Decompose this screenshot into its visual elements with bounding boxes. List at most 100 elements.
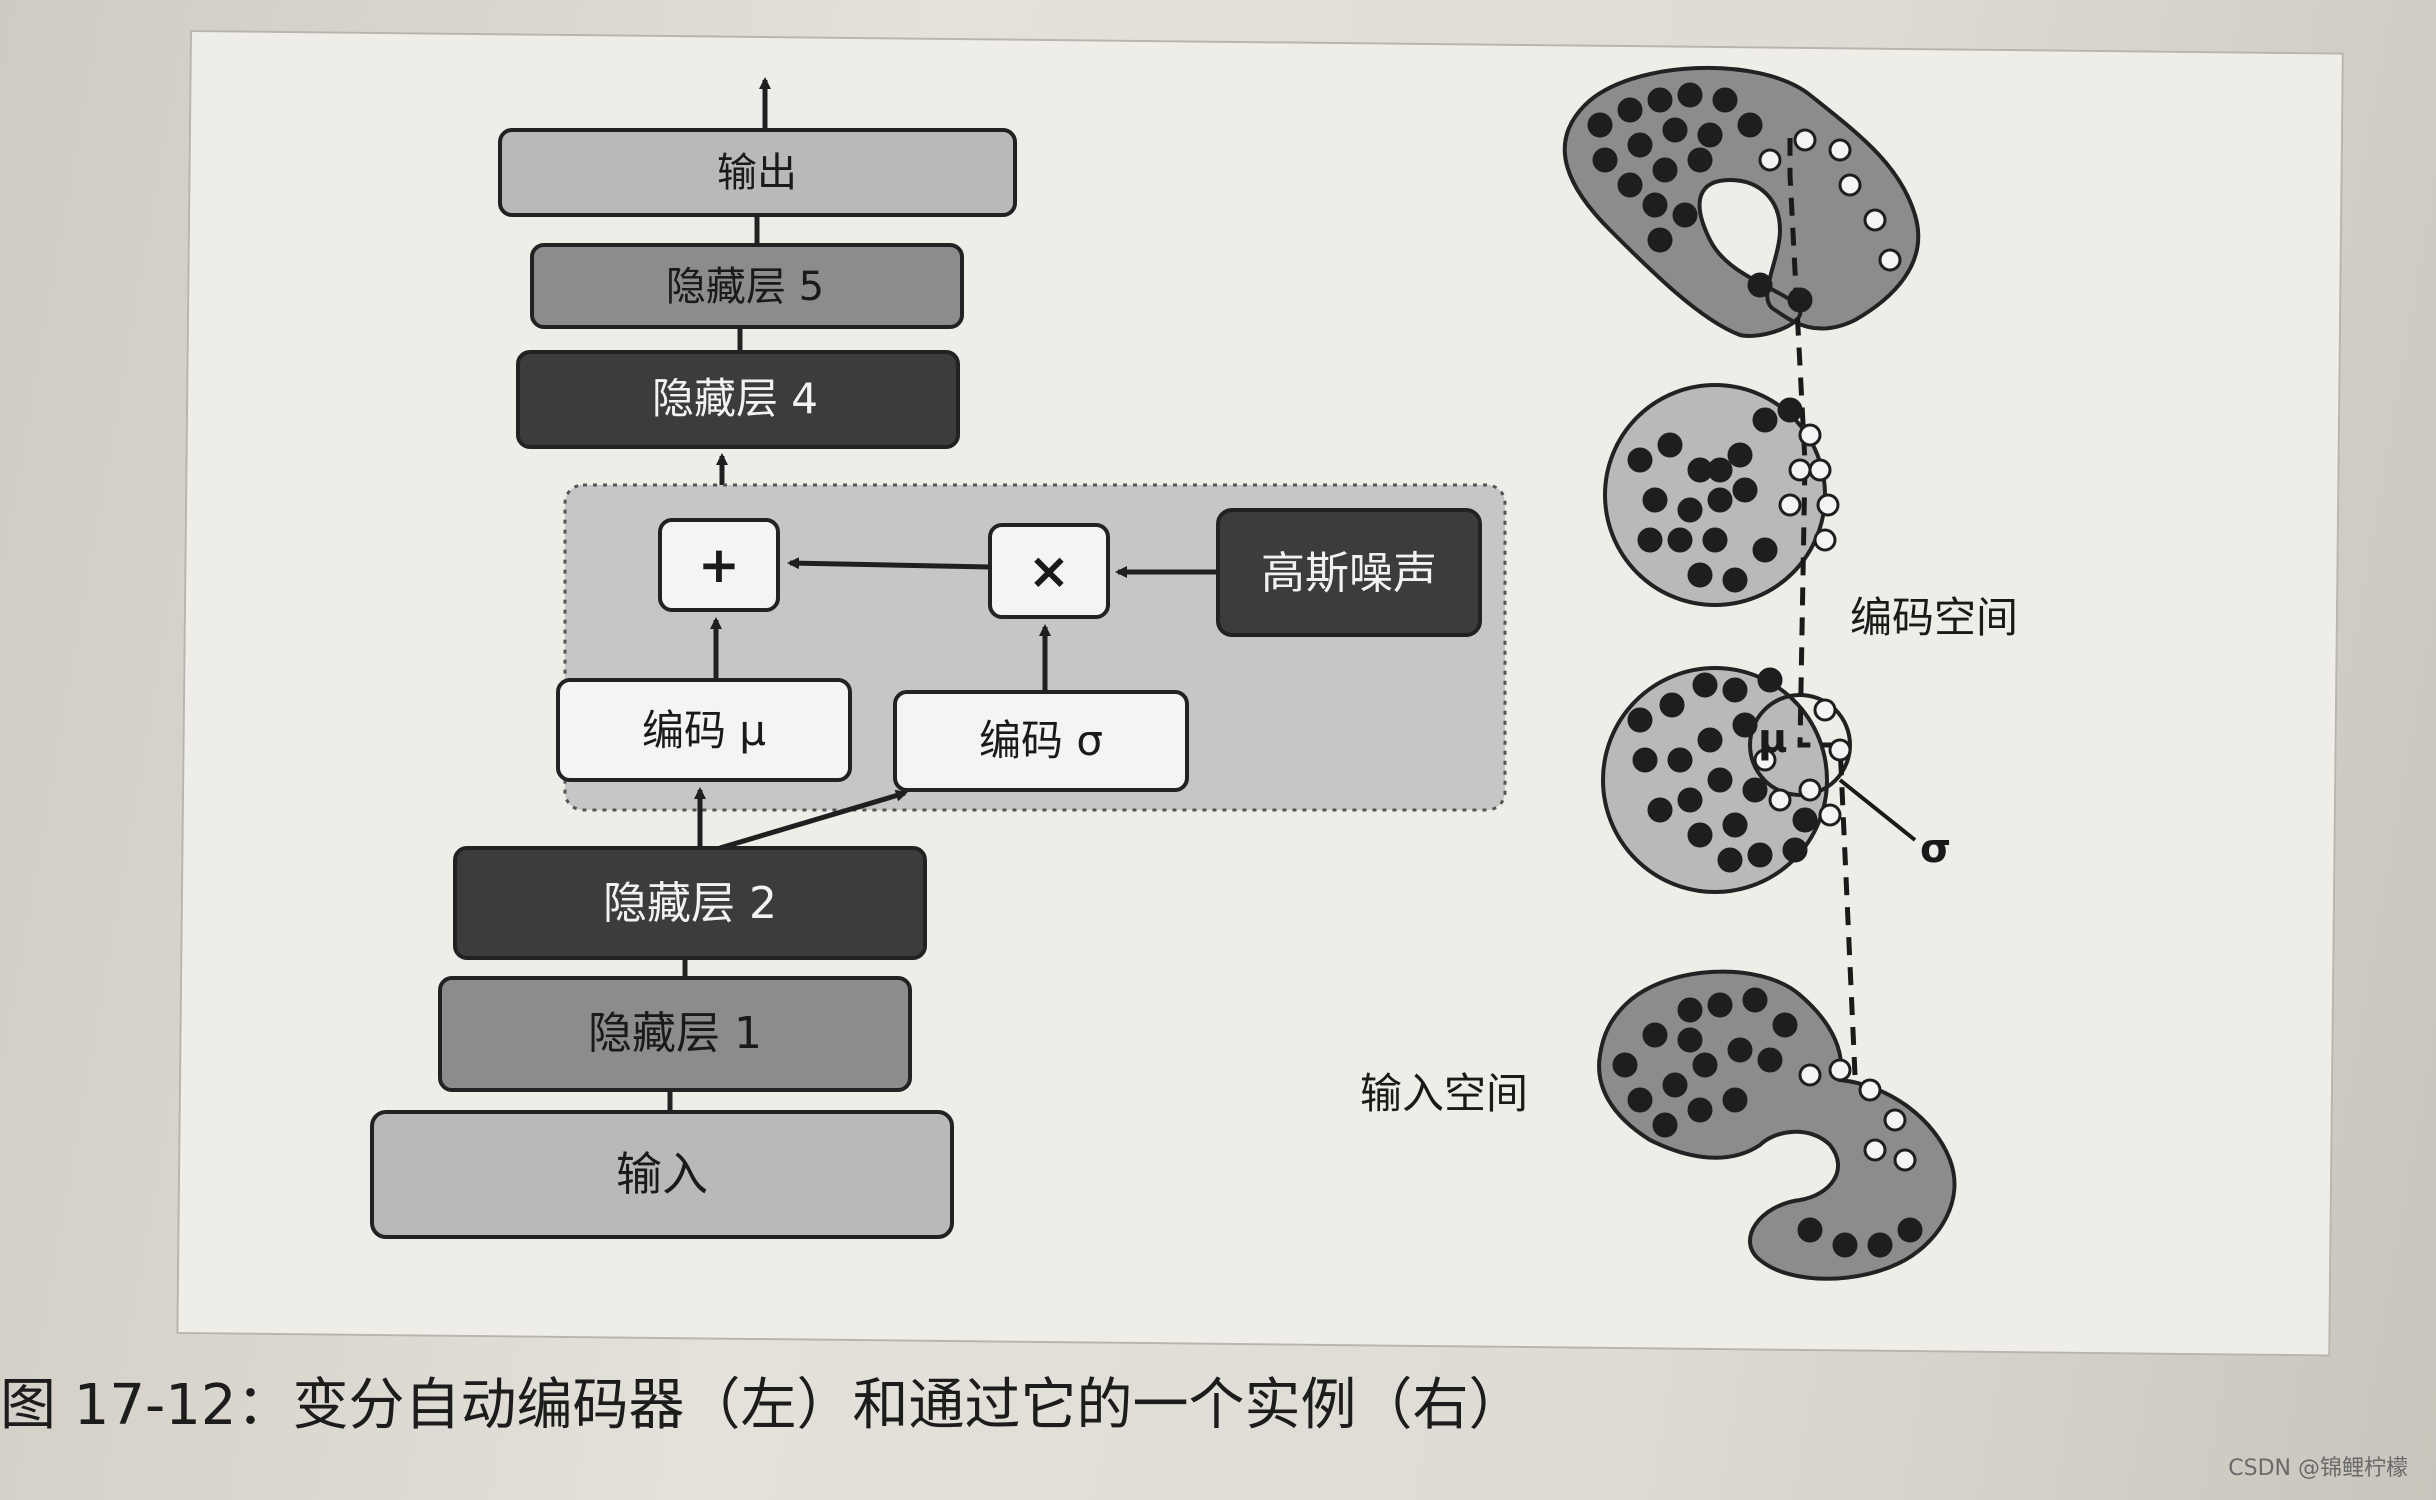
hidden1-box [438, 976, 912, 1092]
hidden1-label: 隐藏层 1 [588, 1008, 762, 1059]
instance-dot-light [1816, 493, 1840, 517]
encode-mu-label: 编码 μ [642, 706, 766, 755]
instance-dot-dark [1587, 112, 1613, 138]
instance-dot-dark [1637, 527, 1663, 553]
gaussian-noise-label: 高斯噪声 [1261, 548, 1437, 599]
figure-caption: 图 17-12：变分自动编码器（左）和通过它的一个实例（右） [0, 1373, 1525, 1438]
hidden2-label: 隐藏层 2 [603, 878, 777, 929]
instance-dot-dark [1717, 847, 1743, 873]
instance-dot-dark [1677, 787, 1703, 813]
instance-dot-dark [1647, 227, 1673, 253]
sigma-pointer [1838, 778, 1917, 842]
instance-dot-dark [1797, 1217, 1823, 1243]
input-box [370, 1110, 954, 1239]
instance-dot-light [1808, 458, 1832, 482]
instance-dot-dark [1707, 487, 1733, 513]
instance-dot-dark [1627, 447, 1653, 473]
instance-dot-dark [1692, 672, 1718, 698]
instance-dot-dark [1752, 537, 1778, 563]
instance-dot-dark [1757, 667, 1783, 693]
arrow-times-to-plus [787, 557, 991, 570]
instance-dot-light [1793, 128, 1817, 152]
instance-dot-dark [1677, 497, 1703, 523]
instance-dot-dark [1832, 1232, 1858, 1258]
instance-dot-dark [1642, 192, 1668, 218]
instance-dot-dark [1732, 477, 1758, 503]
instance-dot-dark [1752, 407, 1778, 433]
instance-dot-dark [1687, 147, 1713, 173]
encode-sigma-label: 编码 σ [979, 716, 1103, 765]
instance-dot-dark [1667, 527, 1693, 553]
instance-dot-light [1893, 1148, 1917, 1172]
instance-dot-dark [1652, 157, 1678, 183]
instance-dot-dark [1742, 777, 1768, 803]
coding-space-label: 编码空间 [1850, 593, 2018, 642]
instance-dot-dark [1722, 677, 1748, 703]
instance-dot-dark [1617, 97, 1643, 123]
instance-dot-dark [1677, 1027, 1703, 1053]
instance-dot-light [1778, 493, 1802, 517]
instance-dot-dark [1707, 767, 1733, 793]
instance-dot-light [1878, 248, 1902, 272]
instance-dot-light [1883, 1108, 1907, 1132]
instance-dot-dark [1697, 727, 1723, 753]
instance-dot-dark [1867, 1232, 1893, 1258]
instance-dot-dark [1647, 87, 1673, 113]
instance-dot-dark [1727, 442, 1753, 468]
instance-dot-dark [1662, 1072, 1688, 1098]
instance-dot-dark [1782, 837, 1808, 863]
encode-sigma-box [893, 690, 1189, 792]
instance-dot-dark [1667, 747, 1693, 773]
instance-dot-dark [1687, 822, 1713, 848]
encode-mu-box [556, 678, 852, 782]
instance-dot-light [1813, 528, 1837, 552]
instance-dot-dark [1687, 1097, 1713, 1123]
instance-dot-dark [1757, 1047, 1783, 1073]
instance-dot-dark [1747, 842, 1773, 868]
instance-dot-dark [1772, 1012, 1798, 1038]
instance-dot-dark [1627, 1087, 1653, 1113]
instance-dot-dark [1652, 1112, 1678, 1138]
instance-dot-dark [1627, 132, 1653, 158]
instance-dot-light [1813, 698, 1837, 722]
instance-dot-dark [1707, 457, 1733, 483]
instance-dot-dark [1742, 987, 1768, 1013]
instance-dot-light [1858, 1078, 1882, 1102]
instance-dot-light [1753, 748, 1777, 772]
instance-dot-light [1838, 173, 1862, 197]
instance-dot-dark [1792, 807, 1818, 833]
times-box [988, 523, 1110, 619]
instance-dot-dark [1732, 712, 1758, 738]
instance-dot-dark [1727, 1037, 1753, 1063]
instance-dot-dark [1677, 997, 1703, 1023]
output-space-blob [1562, 65, 1921, 338]
instance-dot-dark [1687, 562, 1713, 588]
instance-dot-dark [1647, 797, 1673, 823]
sample-dots [1587, 82, 1923, 1258]
instance-dot-dark [1707, 992, 1733, 1018]
instance-dot-light [1828, 1058, 1852, 1082]
hidden5-label: 隐藏层 5 [666, 264, 824, 310]
instance-dot-dark [1692, 1052, 1718, 1078]
instance-dot-dark [1617, 172, 1643, 198]
instance-dot-dark [1672, 202, 1698, 228]
instance-dot-light [1798, 778, 1822, 802]
input-label: 输入 [616, 1147, 708, 1201]
instance-dot-dark [1627, 707, 1653, 733]
instance-dot-light [1828, 738, 1852, 762]
arrow-hidden2-to-sigma [719, 789, 908, 851]
instance-dot-dark [1787, 287, 1813, 313]
instance-dot-dark [1897, 1217, 1923, 1243]
instance-dot-light [1863, 1138, 1887, 1162]
instance-dot-light [1798, 423, 1822, 447]
mu-label: μ [1758, 716, 1787, 762]
hidden4-label: 隐藏层 4 [652, 374, 818, 423]
hidden5-box [530, 243, 964, 329]
instance-dot-dark [1722, 567, 1748, 593]
instance-dot-light [1758, 148, 1782, 172]
instance-dot-dark [1642, 1022, 1668, 1048]
instance-dot-dark [1712, 87, 1738, 113]
instance-dot-light [1768, 788, 1792, 812]
hidden4-box [516, 350, 960, 449]
